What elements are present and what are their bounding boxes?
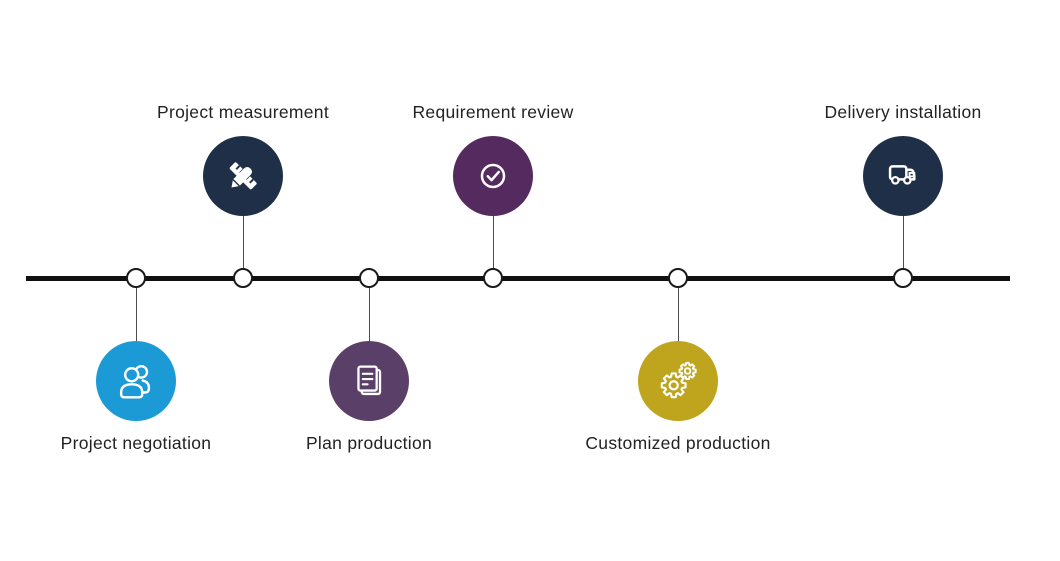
document-icon: [357, 365, 382, 396]
step-label: Customized production: [585, 433, 771, 453]
step-bubble: [453, 136, 533, 216]
timeline-axis: [26, 276, 1010, 281]
step-connector: [368, 288, 370, 341]
step-bubble: [329, 341, 409, 421]
timeline-node: [126, 268, 146, 288]
step-bubble: [203, 136, 283, 216]
truck-icon: [888, 165, 916, 185]
people-icon: [119, 364, 151, 399]
step-connector: [242, 216, 244, 268]
timeline-node: [668, 268, 688, 288]
step-connector: [492, 216, 494, 268]
step-bubble: [96, 341, 176, 421]
step-label: Requirement review: [412, 102, 574, 122]
step-connector: [902, 216, 904, 268]
step-connector: [677, 288, 679, 341]
step-label: Project measurement: [156, 102, 330, 122]
ruler-pencil-icon: [229, 162, 257, 190]
timeline-node: [893, 268, 913, 288]
timeline-node: [359, 268, 379, 288]
timeline-node: [483, 268, 503, 288]
gears-icon: [660, 361, 697, 399]
step-connector: [135, 288, 137, 341]
step-label: Project negotiation: [60, 433, 212, 453]
step-bubble: [638, 341, 718, 421]
step-bubble: [863, 136, 943, 216]
step-label: Plan production: [305, 433, 433, 453]
check-circle-icon: [480, 163, 506, 189]
timeline-node: [233, 268, 253, 288]
step-label: Delivery installation: [824, 102, 982, 122]
